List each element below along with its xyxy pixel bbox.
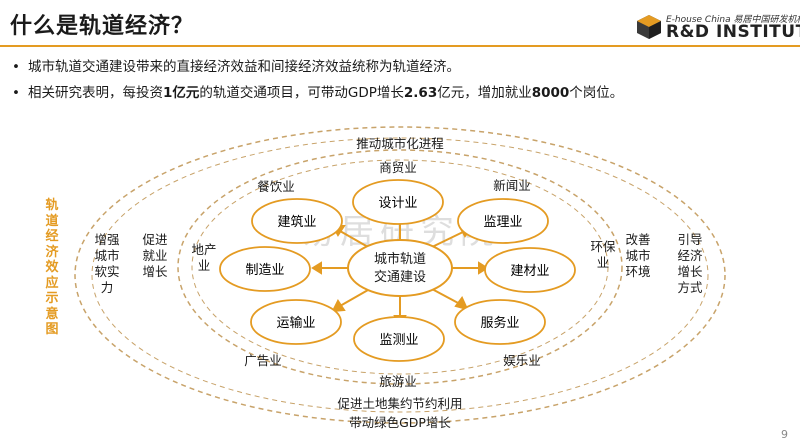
node-manufacturing — [219, 246, 311, 292]
label-line: 增强 — [94, 232, 120, 247]
arrow-head-icon — [454, 296, 469, 311]
arrow-head-icon — [311, 261, 322, 275]
node-label: 建筑业 — [277, 214, 316, 230]
outer-vertical-label: 增强城市软实力 — [94, 232, 120, 295]
label-line: 环保 — [590, 239, 616, 254]
outer-vertical-label: 改善城市环境 — [625, 232, 650, 279]
ring-label: 新闻业 — [493, 178, 531, 193]
label-line: 业 — [198, 258, 211, 273]
node-label: 监测业 — [379, 333, 418, 348]
bullet-item: 相关研究表明，每投资1亿元的轨道交通项目，可带动GDP增长2.63亿元，增加就业… — [8, 80, 623, 106]
label-line: 地产 — [191, 242, 216, 257]
label-line: 引导 — [677, 232, 702, 247]
bullet-highlight: 2.63 — [403, 85, 438, 101]
outer-label: 推动城市化进程 — [356, 136, 444, 151]
bullet-text-part: 相关研究表明，每投资 — [28, 85, 163, 101]
ring-label-vertical: 环保业 — [590, 239, 616, 270]
rail-economy-diagram: 易居研究院 城市轨道 交通建设 设计业 监理业 建材业 服务业 监测业 运输业 … — [74, 126, 726, 430]
node-supervision — [457, 198, 549, 244]
bullet-text: 城市轨道交通建设带来的直接经济效益和间接经济效益统称为轨道经济。 — [28, 59, 460, 75]
arrow-head-icon — [478, 261, 489, 275]
node-construction — [251, 198, 343, 244]
label-line: 力 — [101, 280, 114, 295]
label-line: 经济 — [677, 248, 703, 263]
middle-ring — [177, 149, 623, 385]
diagram-side-label: 轨道经济效应示意图 — [45, 198, 59, 337]
brand-logo: E-house China 易居中国研发机构 R&D INSTITUTE — [636, 8, 800, 42]
outer-vertical-label: 促进就业增长 — [142, 232, 168, 279]
label-line: 改善 — [625, 232, 650, 247]
arrow-head-icon — [331, 299, 346, 313]
outer-ring-inner — [91, 137, 709, 413]
inner-nodes: 设计业 监理业 建材业 服务业 监测业 运输业 制造业 建筑业 — [219, 179, 576, 362]
node-design — [352, 179, 444, 225]
node-transport — [250, 299, 342, 345]
spoke-arrow — [431, 231, 464, 248]
header-divider — [0, 45, 800, 47]
spoke-arrow — [339, 289, 369, 307]
outer-label: 带动绿色GDP增长 — [349, 415, 451, 430]
node-label: 运输业 — [276, 315, 315, 331]
page-number: 9 — [781, 428, 788, 441]
node-label: 服务业 — [480, 315, 519, 331]
bullet-list: 城市轨道交通建设带来的直接经济效益和间接经济效益统称为轨道经济。 相关研究表明，… — [8, 54, 623, 106]
center-node — [347, 239, 453, 297]
label-line: 环境 — [625, 264, 650, 279]
bullet-item: 城市轨道交通建设带来的直接经济效益和间接经济效益统称为轨道经济。 — [8, 54, 623, 80]
label-line: 方式 — [677, 280, 703, 295]
ring-label: 商贸业 — [379, 160, 417, 175]
outer-ring — [74, 126, 726, 424]
label-line: 增长 — [677, 264, 703, 279]
label-line: 城市 — [625, 248, 650, 263]
outer-ring-labels: 推动城市化进程 促进土地集约节约利用 带动绿色GDP增长 — [337, 136, 462, 430]
outer-label: 促进土地集约节约利用 — [337, 396, 462, 411]
middle-ring-labels: 商贸业 新闻业 餐饮业 广告业 娱乐业 旅游业 — [244, 160, 541, 389]
bullet-highlight: 8000 — [531, 85, 570, 101]
ring-label: 娱乐业 — [503, 353, 541, 368]
label-line: 城市 — [94, 248, 119, 263]
node-label: 建材业 — [510, 264, 549, 279]
ring-label-vertical: 地产业 — [191, 242, 216, 273]
bullet-highlight: 1亿元 — [163, 85, 200, 101]
label-line: 软实 — [94, 264, 119, 279]
logo-tagline: E-house China 易居中国研发机构 — [666, 15, 800, 25]
ring-label: 餐饮业 — [257, 179, 295, 194]
label-line: 就业 — [142, 248, 167, 263]
spoke-arrow — [431, 288, 461, 305]
node-label: 制造业 — [245, 263, 284, 278]
spoke-arrow — [339, 230, 369, 248]
center-node-line1: 城市轨道 — [374, 251, 426, 267]
node-label: 设计业 — [378, 196, 417, 211]
bullet-text-part: 个岗位。 — [569, 85, 624, 101]
bullet-text-part: 的轨道交通项目，可带动GDP增长 — [199, 85, 404, 101]
label-line: 增长 — [142, 264, 168, 279]
node-monitoring — [353, 316, 445, 362]
middle-ring-inner — [191, 159, 609, 375]
page-title: 什么是轨道经济？ — [10, 14, 195, 39]
outer-vertical-label: 引导经济增长方式 — [677, 232, 703, 295]
center-node-line2: 交通建设 — [374, 269, 426, 285]
ring-label: 广告业 — [244, 353, 282, 368]
logo-wordmark: R&D INSTITUTE — [666, 22, 800, 42]
ring-label: 旅游业 — [379, 374, 417, 389]
node-materials — [484, 247, 576, 293]
node-label: 监理业 — [483, 215, 522, 230]
logo-cube-icon — [637, 15, 661, 39]
label-line: 促进 — [142, 232, 168, 247]
node-services — [454, 299, 546, 345]
bullet-text-part: 亿元，增加就业 — [437, 85, 532, 101]
label-line: 业 — [597, 255, 610, 270]
